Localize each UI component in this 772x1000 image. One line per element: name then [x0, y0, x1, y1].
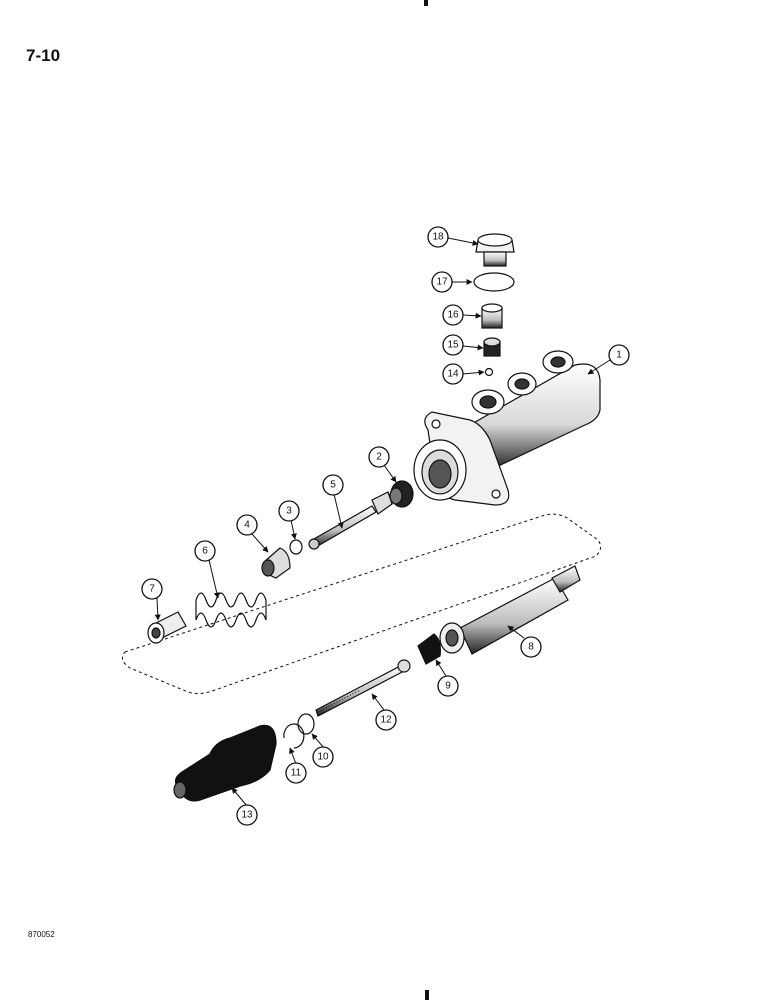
part-6-spring: [195, 592, 267, 628]
part-14-ball: [484, 367, 494, 377]
svg-text:3: 3: [286, 506, 292, 517]
page-number: 7-10: [26, 46, 61, 65]
figure-code: 870052: [28, 930, 55, 939]
svg-text:4: 4: [244, 520, 250, 531]
svg-text:5: 5: [330, 480, 336, 491]
callout-9: 9: [437, 675, 459, 697]
callout-5: 5: [322, 474, 344, 496]
callout-12: 12: [375, 709, 397, 731]
svg-text:7: 7: [149, 584, 155, 595]
callout-16: 16: [442, 304, 464, 326]
part-12-push-rod: [315, 659, 411, 717]
callout-14: 14: [442, 363, 464, 385]
top-registration-mark: [424, 0, 428, 6]
callout-7: 7: [141, 578, 163, 600]
part-16-nut: [481, 303, 503, 329]
part-7-bushing: [147, 611, 187, 644]
part-9-seal-cup: [417, 633, 441, 665]
callout-6: 6: [194, 540, 216, 562]
part-5-rod: [308, 491, 393, 550]
master-cylinder-body: [413, 350, 601, 506]
part-18-fitting: [475, 233, 515, 267]
part-17-o-ring: [473, 272, 515, 292]
callout-3: 3: [278, 500, 300, 522]
callout-10: 10: [312, 746, 334, 768]
leader-lines: [154, 237, 611, 807]
part-4-cup: [261, 547, 291, 579]
svg-text:15: 15: [447, 340, 459, 351]
part-3-washer: [289, 539, 303, 555]
part-13-boot: [173, 724, 277, 802]
part-8-piston: [439, 565, 581, 655]
svg-text:1: 1: [616, 350, 622, 361]
callout-2: 2: [368, 446, 390, 468]
part-11-snap-ring: [283, 723, 305, 749]
callout-4: 4: [236, 514, 258, 536]
callout-15: 15: [442, 334, 464, 356]
part-2-cup-seal: [389, 480, 414, 508]
callout-8: 8: [520, 636, 542, 658]
svg-text:16: 16: [447, 310, 459, 321]
callout-13: 13: [236, 804, 258, 826]
svg-text:18: 18: [432, 232, 444, 243]
svg-text:2: 2: [376, 452, 382, 463]
svg-text:6: 6: [202, 546, 208, 557]
callout-1: 1: [608, 344, 630, 366]
bottom-registration-mark: [425, 990, 429, 1000]
svg-text:8: 8: [528, 642, 534, 653]
svg-text:11: 11: [291, 768, 302, 779]
part-10-washer: [297, 713, 315, 735]
svg-text:13: 13: [241, 810, 253, 821]
svg-text:12: 12: [380, 715, 392, 726]
callout-17: 17: [431, 271, 453, 293]
part-15-seal: [483, 337, 501, 357]
svg-text:9: 9: [445, 681, 451, 692]
callout-18: 18: [427, 226, 449, 248]
svg-text:14: 14: [447, 369, 459, 380]
svg-text:10: 10: [317, 752, 329, 763]
svg-text:17: 17: [436, 277, 448, 288]
callout-11: 11: [285, 762, 307, 784]
